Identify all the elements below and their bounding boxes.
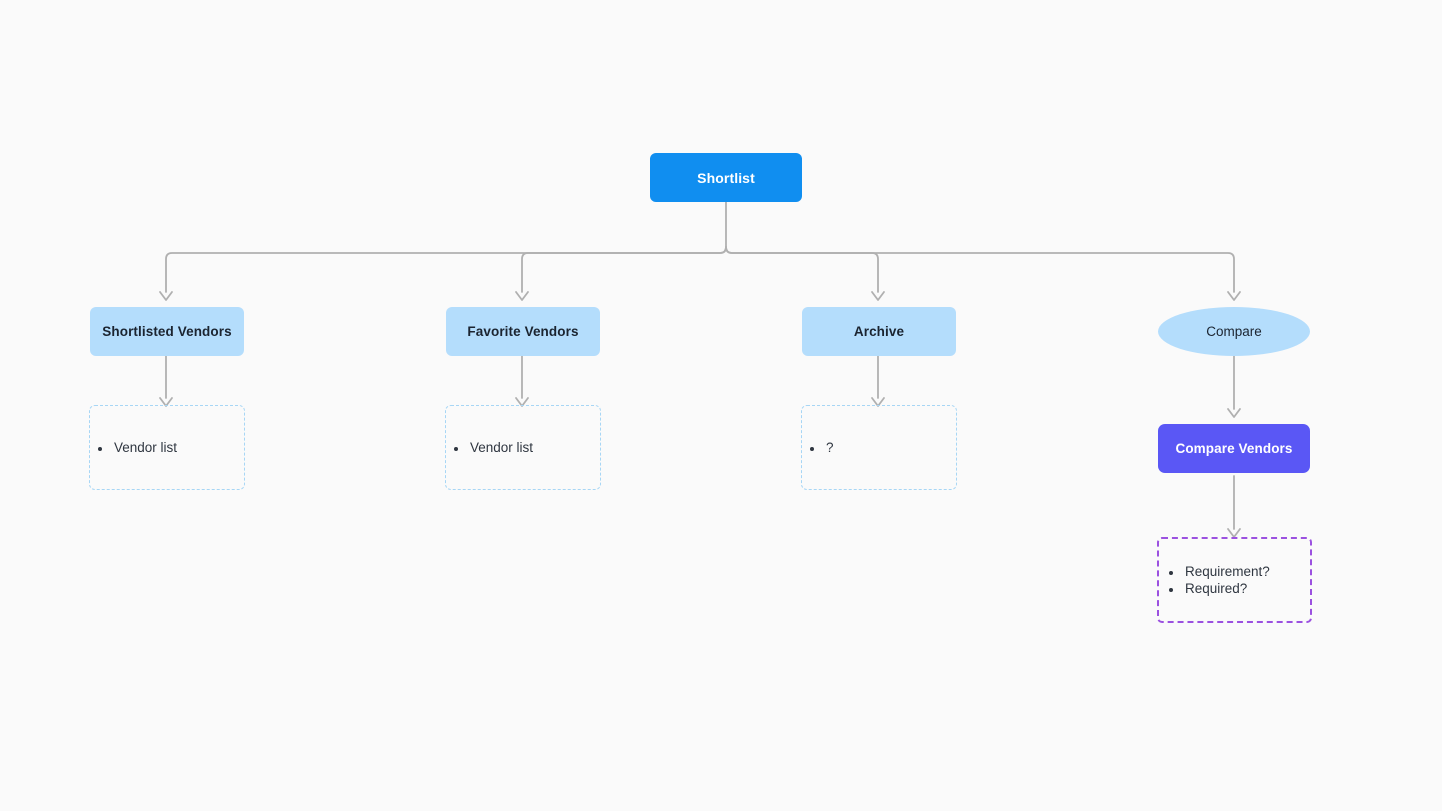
list-item: Vendor list [468, 439, 533, 456]
note-archive: ? [801, 405, 957, 490]
note-list: ? [802, 439, 834, 456]
node-archive-label: Archive [853, 324, 905, 339]
note-list: Vendor list [446, 439, 533, 456]
arrowhead-favorite [515, 291, 529, 301]
arrowhead-shortlisted [159, 291, 173, 301]
compare-vendors-button-label: Compare Vendors [1175, 441, 1293, 456]
node-shortlisted-vendors-label: Shortlisted Vendors [102, 324, 232, 339]
node-compare[interactable]: Compare [1158, 307, 1310, 356]
arrowhead-compare-action [1227, 408, 1241, 418]
note-list: Requirement? Required? [1159, 563, 1270, 598]
node-shortlist-label: Shortlist [697, 169, 755, 186]
node-compare-label: Compare [1206, 324, 1262, 339]
node-favorite-vendors-label: Favorite Vendors [467, 324, 579, 339]
note-compare-requirements: Requirement? Required? [1157, 537, 1312, 623]
node-shortlist[interactable]: Shortlist [650, 153, 802, 202]
node-favorite-vendors[interactable]: Favorite Vendors [446, 307, 600, 356]
edge-root-to-favorite [521, 246, 727, 293]
arrowhead-compare [1227, 291, 1241, 301]
node-shortlisted-vendors[interactable]: Shortlisted Vendors [90, 307, 244, 356]
note-shortlisted-vendors: Vendor list [89, 405, 245, 490]
edge-root-to-archive [725, 246, 879, 293]
list-item: Vendor list [112, 439, 177, 456]
list-item: Required? [1183, 580, 1270, 598]
compare-vendors-button[interactable]: Compare Vendors [1158, 424, 1310, 473]
arrowhead-action-note [1227, 528, 1241, 538]
edge-root-to-shortlisted [165, 246, 727, 293]
list-item: Requirement? [1183, 563, 1270, 581]
note-favorite-vendors: Vendor list [445, 405, 601, 490]
list-item: ? [824, 439, 834, 456]
node-archive[interactable]: Archive [802, 307, 956, 356]
edge-root-to-compare [725, 246, 1235, 293]
note-list: Vendor list [90, 439, 177, 456]
arrowhead-archive [871, 291, 885, 301]
